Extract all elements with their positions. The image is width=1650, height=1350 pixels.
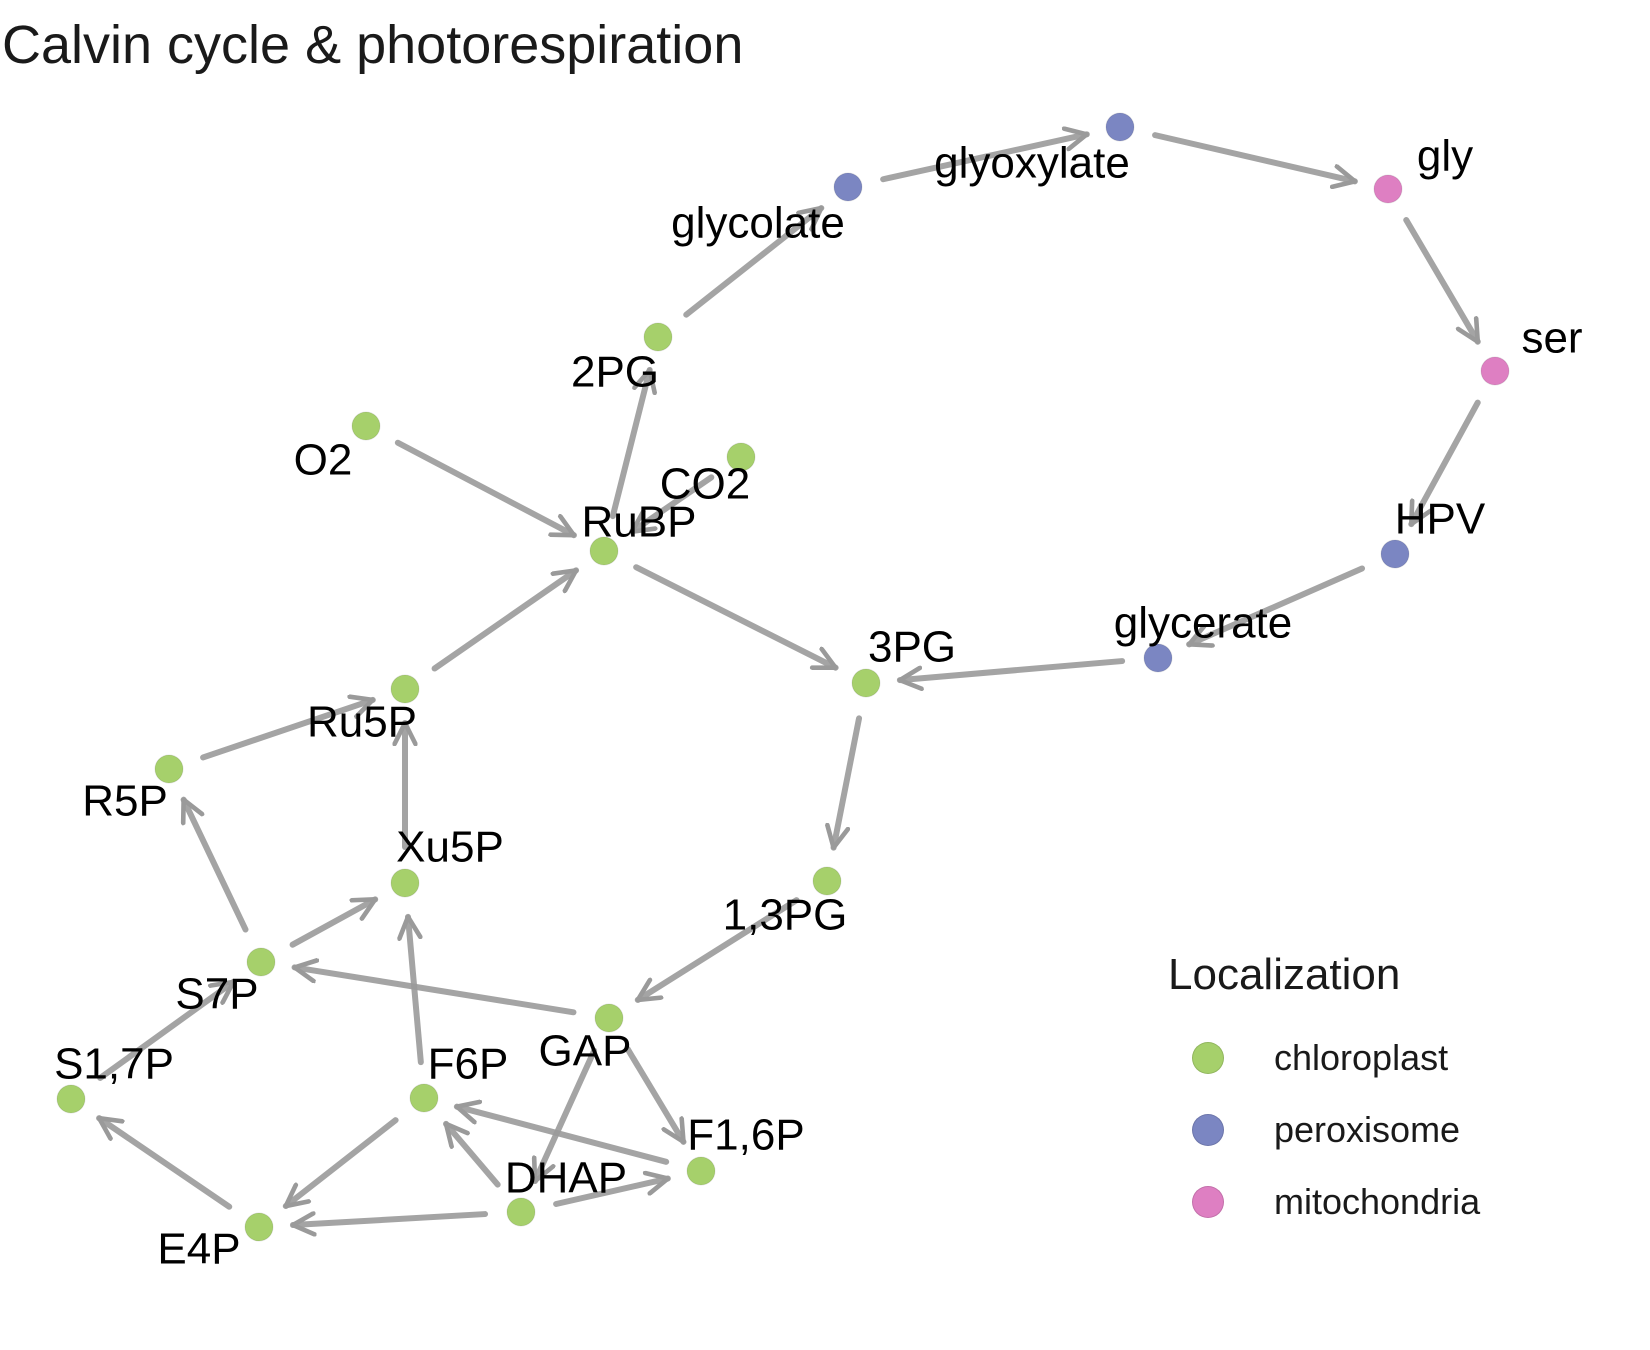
edge-co2-to-rubp	[629, 474, 715, 535]
node-glycerate	[1143, 643, 1173, 673]
edge-gap-to-s7p	[291, 967, 577, 1016]
node-label-dhap: DHAP	[505, 1154, 627, 1203]
edge-glyoxylate-to-gly	[1152, 132, 1358, 181]
edge-e4p-to-s1-7p	[96, 1115, 233, 1210]
node-gly	[1373, 174, 1403, 204]
edge-glycerate-to-3pg	[896, 658, 1126, 680]
edge-f6p-to-e4p	[282, 1117, 399, 1210]
edge-f1-6p-to-f6p	[453, 1107, 670, 1165]
edge-gap-to-f1-6p	[624, 1045, 687, 1145]
node-f6p	[409, 1083, 439, 1113]
nodes-layer	[56, 112, 1510, 1242]
legend-label-peroxisome: peroxisome	[1274, 1109, 1461, 1150]
node-gap	[594, 1003, 624, 1033]
edge-gly-to-ser	[1403, 217, 1481, 345]
node-label-glyoxylate: glyoxylate	[934, 139, 1130, 188]
edge-3pg-to-1-3pg	[834, 715, 863, 851]
edge-s7p-to-r5p	[180, 796, 249, 933]
edge-r5p-to-ru5p	[200, 700, 376, 761]
edge-dhap-to-e4p	[289, 1211, 489, 1225]
edge-rubp-to-3pg	[633, 564, 839, 671]
edge-s7p-to-xu5p	[289, 896, 379, 948]
diagram-title: Calvin cycle & photorespiration	[2, 15, 744, 75]
legend-label-chloroplast: chloroplast	[1274, 1037, 1449, 1078]
edge-dhap-to-f1-6p	[553, 1179, 671, 1208]
edge-o2-to-rubp	[394, 439, 577, 539]
node-label-ru5p: Ru5P	[307, 698, 417, 747]
node-hpv	[1380, 539, 1410, 569]
node-glycolate	[833, 172, 863, 202]
node-label-gly: gly	[1417, 132, 1473, 181]
edge-ru5p-to-rubp	[431, 567, 580, 672]
edges-layer	[96, 132, 1481, 1225]
node-ru5p	[390, 674, 420, 704]
legend-item-mitochondria: mitochondria	[1168, 1166, 1480, 1238]
node-2pg	[643, 322, 673, 352]
legend: Localization chloroplast peroxisome mito…	[1168, 950, 1480, 1238]
legend-swatch-chloroplast	[1192, 1042, 1224, 1074]
node-s1-7p	[56, 1084, 86, 1114]
edge-ser-to-hpv	[1408, 399, 1481, 528]
node-r5p	[154, 754, 184, 784]
node-rubp	[589, 536, 619, 566]
node-o2	[351, 411, 381, 441]
node-label-hpv: HPV	[1395, 495, 1486, 544]
node-label-s1-7p: S1,7P	[54, 1040, 174, 1089]
legend-swatch-peroxisome	[1192, 1114, 1224, 1146]
node-label-e4p: E4P	[157, 1225, 240, 1274]
legend-item-peroxisome: peroxisome	[1168, 1094, 1480, 1166]
legend-swatch-mitochondria	[1192, 1186, 1224, 1218]
edge-hpv-to-glycerate	[1186, 565, 1366, 644]
node-label-s7p: S7P	[175, 970, 258, 1019]
edge-rubp-to-2pg	[609, 366, 650, 520]
node-glyoxylate	[1105, 112, 1135, 142]
node-label-rubp: RuBP	[582, 498, 697, 547]
legend-item-chloroplast: chloroplast	[1168, 1022, 1480, 1094]
node-ser	[1480, 356, 1510, 386]
legend-label-mitochondria: mitochondria	[1274, 1181, 1481, 1222]
edge-2pg-to-glycolate	[683, 205, 825, 318]
node-label-3pg: 3PG	[868, 623, 956, 672]
node-label-r5p: R5P	[82, 777, 168, 826]
node-1-3pg	[812, 866, 842, 896]
edge-glycolate-to-glyoxylate	[880, 134, 1090, 183]
node-label-xu5p: Xu5P	[396, 823, 504, 872]
node-xu5p	[390, 868, 420, 898]
edge-gap-to-dhap	[535, 1047, 598, 1185]
node-label-f1-6p: F1,6P	[687, 1111, 804, 1160]
node-label-f6p: F6P	[428, 1040, 509, 1089]
edge-1-3pg-to-gap	[634, 897, 800, 1003]
node-co2	[726, 442, 756, 472]
node-label-glycolate: glycolate	[671, 199, 845, 248]
node-dhap	[506, 1197, 536, 1227]
edge-f6p-to-xu5p	[408, 913, 424, 1066]
node-s7p	[246, 947, 276, 977]
node-label-co2: CO2	[660, 460, 750, 509]
node-f1-6p	[686, 1156, 716, 1186]
edge-dhap-to-f6p	[443, 1120, 501, 1188]
node-e4p	[244, 1212, 274, 1242]
node-label-1-3pg: 1,3PG	[723, 891, 848, 940]
node-label-glycerate: glycerate	[1114, 599, 1293, 648]
node-label-gap: GAP	[539, 1027, 632, 1076]
node-3pg	[851, 668, 881, 698]
node-label-o2: O2	[294, 436, 353, 485]
node-label-ser: ser	[1521, 314, 1582, 363]
edge-s1-7p-to-s7p	[97, 978, 237, 1081]
node-label-2pg: 2PG	[571, 348, 659, 397]
legend-title: Localization	[1168, 950, 1401, 999]
